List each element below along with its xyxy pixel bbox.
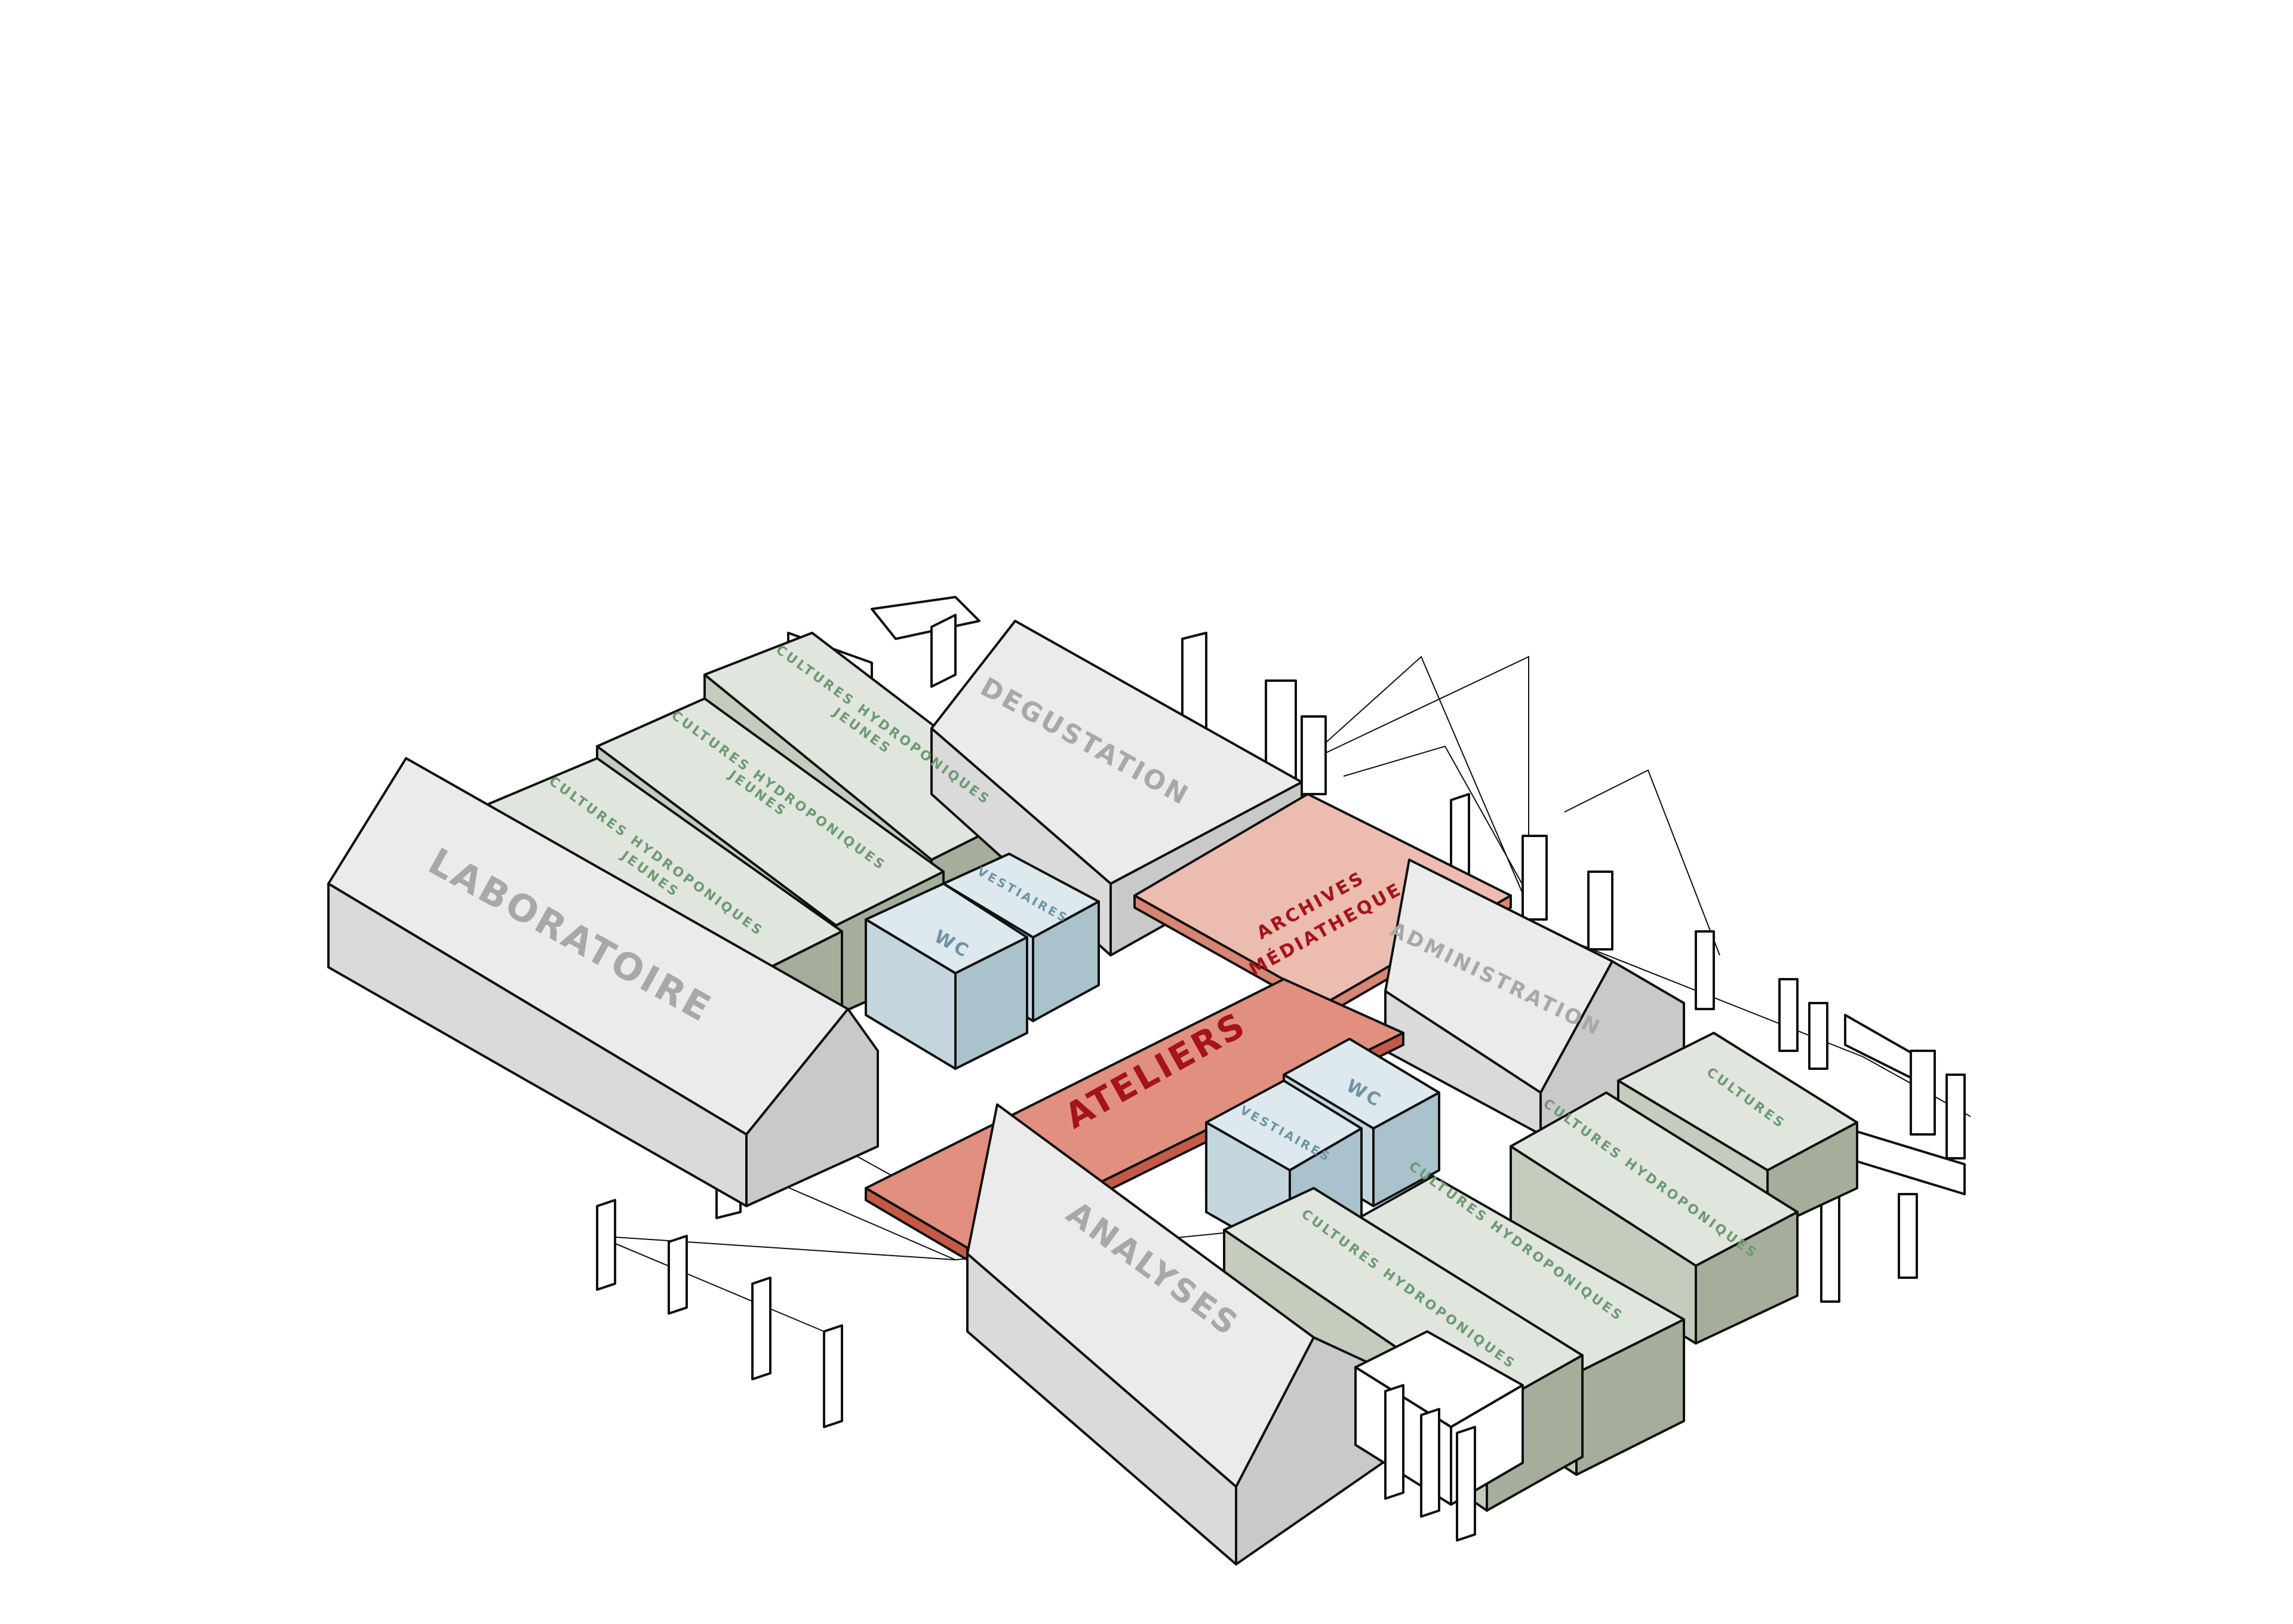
- laboratoire-building: [327, 757, 879, 1207]
- cultures-hydro-3-building: [1510, 1091, 1799, 1345]
- vestiaires-wc-back: [865, 853, 1100, 1070]
- analyses-building: [966, 1103, 1393, 1565]
- entrance-block: [1354, 1330, 1524, 1542]
